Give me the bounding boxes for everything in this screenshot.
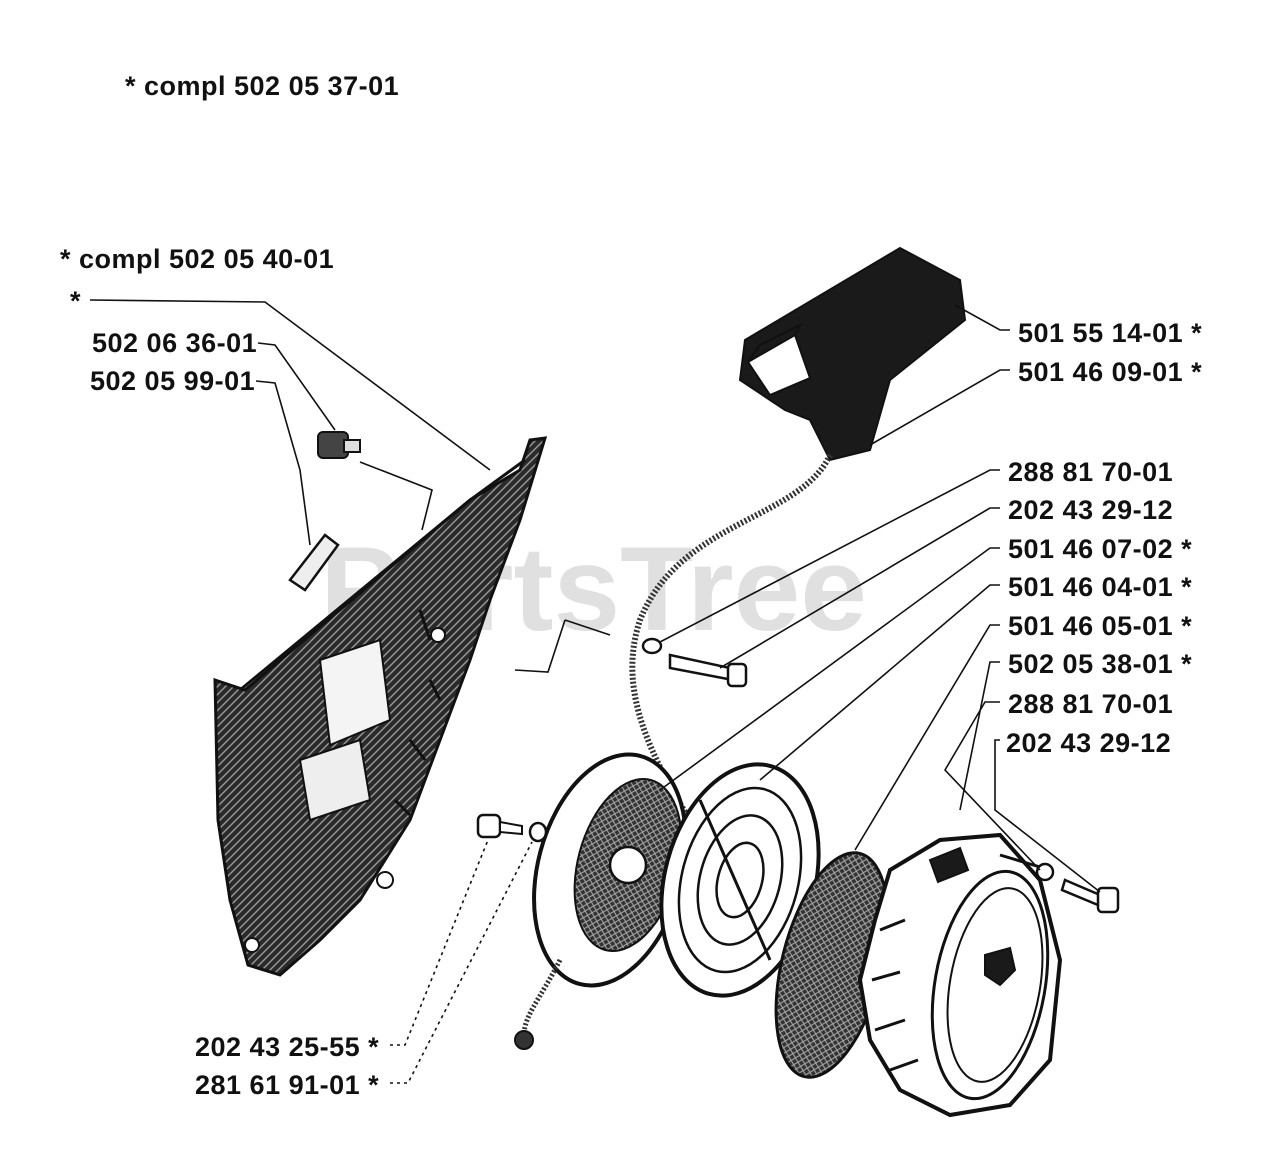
screw-part-drawing [317,431,361,459]
leader-lines [89,299,1101,1084]
starter-housing-drawing [857,832,1063,1118]
part-label-501-46-09-01: 501 46 09-01 * [1018,357,1202,387]
part-label-501-46-07-02: 501 46 07-02 * [1008,534,1192,564]
starter-cover-drawing [213,436,548,977]
compl-note-left: * compl 502 05 40-01 [60,244,334,274]
compl-star-marker: * [70,286,81,316]
pulley-screw-drawing [476,813,548,843]
housing-bolt-drawing [1035,862,1120,914]
part-label-501-55-14-01: 501 55 14-01 * [1018,318,1202,348]
part-label-501-46-04-01: 501 46 04-01 * [1008,572,1192,602]
part-label-502-06-36-01: 502 06 36-01 [92,328,257,358]
part-label-502-05-99-01: 502 05 99-01 [90,366,255,396]
part-label-288-81-70-01-a: 288 81 70-01 [1008,457,1173,487]
starter-rope-drawing [629,453,833,822]
pin-part-drawing [288,533,340,592]
recoil-spring-drawing [659,762,821,998]
part-label-202-43-25-55: 202 43 25-55 * [195,1032,379,1062]
part-label-202-43-29-12-a: 202 43 29-12 [1008,495,1173,525]
starter-handle-drawing [738,246,967,462]
part-label-281-61-91-01: 281 61 91-01 * [195,1070,379,1100]
part-label-202-43-29-12-b: 202 43 29-12 [1006,728,1171,758]
washer-bolt-drawing [641,637,748,688]
compl-note-top: * compl 502 05 37-01 [125,71,399,101]
part-label-288-81-70-01-b: 288 81 70-01 [1008,689,1173,719]
part-label-501-46-05-01: 501 46 05-01 * [1008,611,1192,641]
part-label-502-05-38-01: 502 05 38-01 * [1008,649,1192,679]
